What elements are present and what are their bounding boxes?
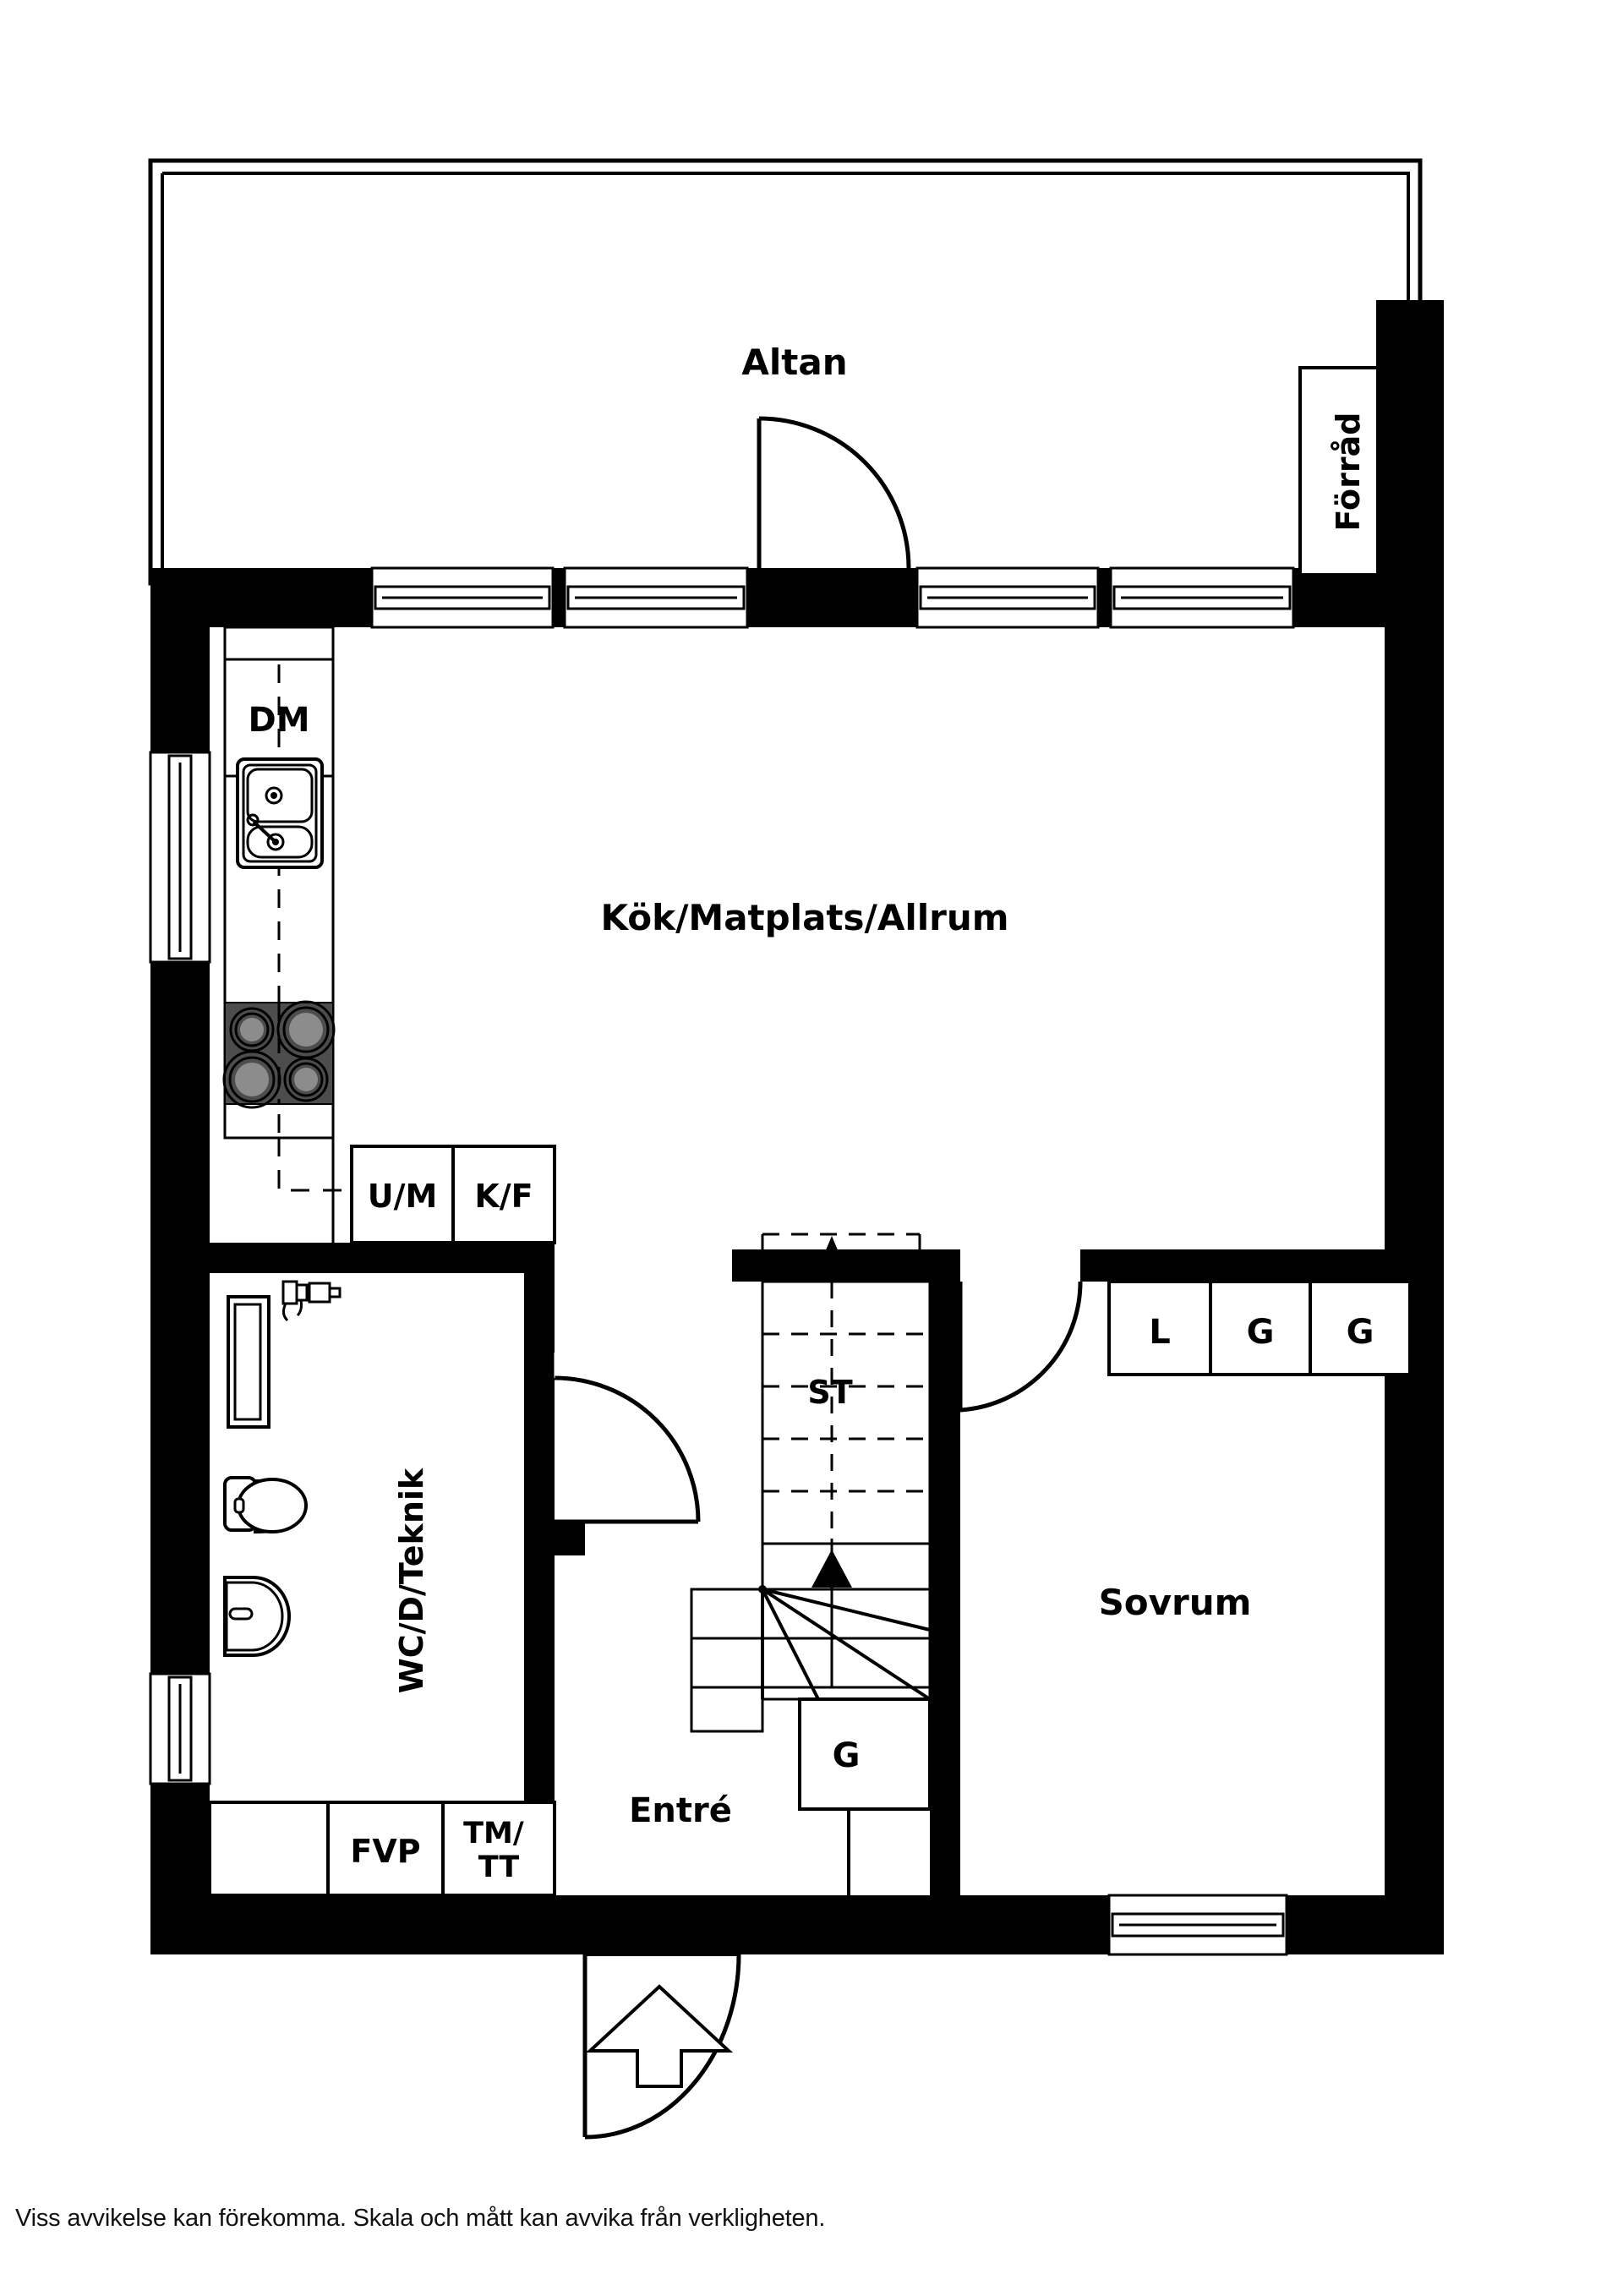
tmtt-line-2: TT xyxy=(478,1850,520,1884)
bedroom-door xyxy=(958,1281,1083,1413)
window-north-4 xyxy=(1109,566,1295,629)
room-label-stair: ST xyxy=(807,1374,852,1411)
window-north-1 xyxy=(370,566,555,629)
appliance-label-kf: K/F xyxy=(474,1178,533,1215)
north-windows xyxy=(370,566,1295,629)
disclaimer-caption: Viss avvikelse kan förekomma. Skala och … xyxy=(15,2205,826,2232)
entry-closet xyxy=(798,1697,932,1927)
window-south-bedroom xyxy=(1107,1894,1288,1956)
bathroom-fixtures xyxy=(223,1280,342,1657)
wash-basin-icon xyxy=(223,1576,291,1657)
kitchen-appliance-row xyxy=(350,1145,556,1244)
room-label-wc: WC/D/Teknik xyxy=(393,1468,430,1693)
utility-appliance-row xyxy=(208,1801,556,1897)
entrance-door xyxy=(582,1953,741,2140)
room-label-entre: Entré xyxy=(629,1791,732,1830)
tmtt-line-1: TM/ xyxy=(463,1817,524,1850)
window-north-2 xyxy=(563,566,749,629)
window-west-upper xyxy=(149,751,211,964)
window-north-3 xyxy=(915,566,1100,629)
closet-label-l: L xyxy=(1149,1313,1171,1352)
appliance-labels: DM U/M K/F FVP TM/ TT L G G G xyxy=(248,701,1374,1884)
shower-area-icon xyxy=(227,1295,270,1429)
kitchen-sink-icon xyxy=(236,757,324,869)
room-label-kitchen: Kök/Matplats/Allrum xyxy=(600,897,1008,938)
bedroom-wardrobes xyxy=(1107,1280,1412,1376)
appliance-label-um: U/M xyxy=(368,1178,438,1215)
closet-label-g3: G xyxy=(833,1736,861,1775)
appliance-label-tmtt: TM/ TT xyxy=(463,1817,534,1884)
shower-fixture-icon xyxy=(281,1280,342,1322)
closet-label-g1: G xyxy=(1247,1313,1275,1352)
room-label-sovrum: Sovrum xyxy=(1099,1582,1252,1623)
forrad-room xyxy=(1298,366,1380,577)
cooktop-icon xyxy=(222,1000,336,1109)
terrace-door xyxy=(757,416,911,569)
window-west-lower xyxy=(149,1672,211,1785)
appliance-label-fvp: FVP xyxy=(350,1833,420,1870)
bathroom-door xyxy=(554,1353,701,1524)
west-windows xyxy=(149,751,211,1785)
staircase xyxy=(690,1233,932,1733)
closet-label-g2: G xyxy=(1347,1313,1374,1352)
room-labels: Altan Förråd Kök/Matplats/Allrum WC/D/Te… xyxy=(393,342,1367,1830)
room-label-altan: Altan xyxy=(741,342,847,383)
room-label-forrad: Förråd xyxy=(1330,413,1367,532)
appliance-label-dm: DM xyxy=(248,701,309,740)
toilet-icon xyxy=(223,1476,308,1534)
